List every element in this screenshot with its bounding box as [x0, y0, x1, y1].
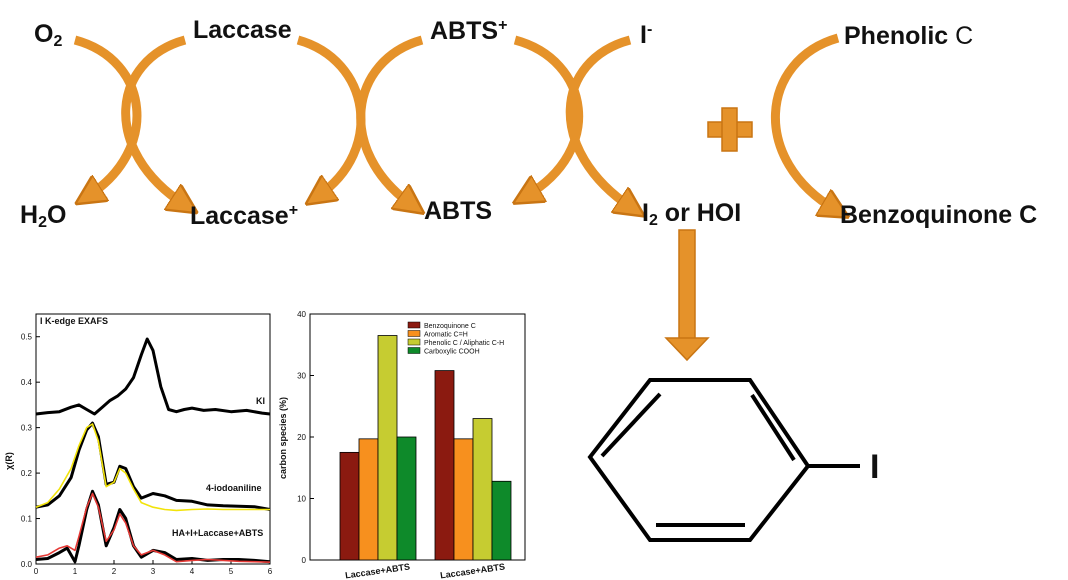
exafs-series-ki: [35, 337, 271, 416]
bar-ytick-label: 0: [302, 556, 307, 565]
exafs-chart: I K-edge EXAFS χ(R) 0.0 0.1 0.2 0.3 0.4 0.5 0…: [4, 313, 272, 576]
bar-benzoquinone-c-1: [339, 451, 360, 561]
bar-ytick-label: 40: [297, 310, 306, 319]
product-iodine-label: I: [870, 448, 880, 486]
legend-swatch: [407, 338, 421, 346]
exafs-ytick-label: 0.3: [21, 424, 33, 433]
exafs-ytick-label: 0.1: [21, 515, 33, 524]
arrow-abts-plus-to-abts: [356, 35, 422, 205]
bar-phenolic-c-aliphatic-c-h-1: [377, 335, 398, 561]
exafs-ytick-label: 0.0: [21, 560, 33, 569]
exafs-xtick-label: 6: [268, 567, 272, 576]
arrow-iodide-to-iodine: [565, 35, 632, 208]
exafs-xtick-label: 5: [229, 567, 234, 576]
legend-label: Aromatic C=H: [424, 332, 468, 339]
annotation-ha-sample: HA+I+Laccase+ABTS: [172, 528, 263, 538]
label-h2o: H2O: [20, 201, 67, 231]
down-arrow-icon: [664, 229, 710, 362]
bar-aromatic-c-h-2: [453, 438, 474, 561]
label-iodine-hoi: I2 or HOI: [642, 199, 742, 229]
arrow-phenolic-to-benzoquinone: [770, 33, 838, 210]
label-abts: ABTS: [424, 197, 493, 225]
bar-aromatic-c-h-1: [358, 438, 379, 561]
legend-label: Benzoquinone C: [424, 323, 476, 330]
bar-ylabel: carbon species (%): [278, 397, 288, 479]
exafs-title: I K-edge EXAFS: [40, 316, 108, 326]
exafs-ytick-label: 0.5: [21, 333, 33, 342]
iodobenzene-structure: [587, 378, 860, 542]
bar-benzoquinone-c-2: [434, 370, 455, 561]
exafs-series-4-iodoaniline-fit: [35, 423, 270, 512]
bar-ytick-label: 30: [297, 372, 306, 381]
exafs-ytick-label: 0.2: [21, 469, 33, 478]
exafs-xtick-label: 3: [151, 567, 156, 576]
legend-label: Carboxylic COOH: [424, 349, 480, 356]
label-o2: O2: [34, 20, 63, 50]
exafs-series-ha-i-laccase-abts-fit: [35, 492, 271, 563]
bar-category-label: Laccase+ABTS: [440, 562, 506, 580]
plus-icon: [707, 107, 753, 152]
arrow-o2-to-h2o: [75, 35, 142, 196]
legend-swatch: [407, 330, 421, 337]
arrow-laccase-to-laccase-plus: [121, 35, 185, 205]
exafs-xtick-label: 1: [73, 567, 78, 576]
annotation-ki: KI: [256, 396, 265, 406]
carbon-species-chart: carbon species (%) 0 10 20 30 40 Laccase+ABT…: [278, 310, 526, 580]
legend-label: Phenolic C / Aliphatic C-H: [424, 340, 504, 347]
exafs-series-4-iodoaniline: [35, 421, 271, 511]
label-phenolic-c: Phenolic C: [844, 22, 974, 50]
bar-ytick-label: 10: [297, 495, 306, 504]
bar-ytick-label: 20: [297, 433, 306, 442]
arrow-laccase-plus-oxidation: [296, 35, 366, 196]
legend-swatch: [407, 321, 421, 329]
bar-category-label: Laccase+ABTS: [345, 562, 411, 580]
bar-carboxylic-cooh-1: [396, 436, 417, 561]
exafs-xtick-label: 4: [190, 567, 195, 576]
label-laccase: Laccase: [193, 16, 292, 44]
label-benzoquinone-c: Benzoquinone C: [840, 201, 1038, 229]
label-iodide: I-: [640, 21, 653, 49]
arrow-abts-regeneration: [515, 35, 584, 196]
exafs-ytick-label: 0.4: [21, 378, 33, 387]
label-laccase-plus: Laccase+: [190, 202, 299, 230]
bar-carboxylic-cooh-2: [491, 480, 512, 561]
bar-phenolic-c-aliphatic-c-h-2: [472, 418, 493, 561]
exafs-xtick-label: 2: [112, 567, 117, 576]
label-abts-plus: ABTS+: [430, 17, 508, 45]
legend-swatch: [407, 347, 421, 354]
exafs-xtick-label: 0: [34, 567, 39, 576]
annotation-iodoaniline: 4-iodoaniline: [206, 483, 262, 493]
exafs-ylabel: χ(R): [4, 452, 14, 470]
